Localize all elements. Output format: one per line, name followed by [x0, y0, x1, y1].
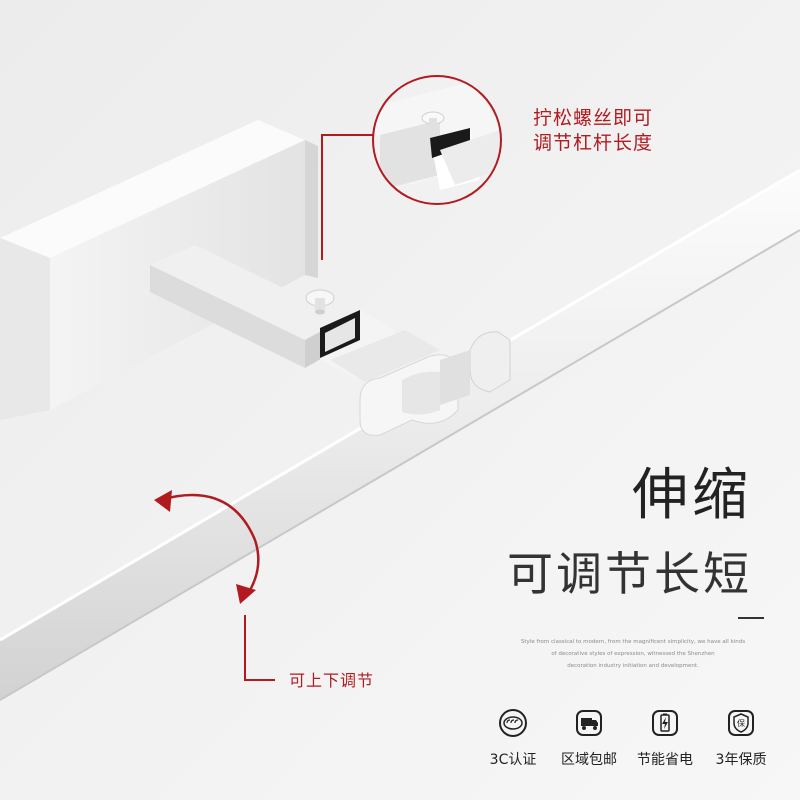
feature-badges: 3C认证 区域包邮	[479, 707, 779, 769]
svg-text:保: 保	[737, 718, 745, 728]
headline: 伸缩	[632, 463, 752, 528]
badge-label: 节能省电	[637, 752, 693, 768]
callout-line-1: 拧松螺丝即可	[533, 107, 654, 129]
badge-label: 3C认证	[489, 752, 537, 768]
battery-icon	[649, 707, 681, 739]
adjustable-arm	[150, 245, 440, 382]
rotate-caption: 可上下调节	[289, 671, 375, 690]
blurb-line-2: of decorative styles of expression, witn…	[551, 651, 715, 657]
description-blurb: Style from classical to modern, from the…	[500, 636, 766, 672]
badge-shipping: 区域包邮	[555, 707, 623, 769]
blurb-line-3: decoration industry initiation and devel…	[567, 663, 699, 669]
badge-warranty: 保 3年保质	[707, 707, 775, 769]
blurb-line-1: Style from classical to modern, from the…	[520, 639, 746, 645]
badge-label: 区域包邮	[561, 752, 617, 768]
subhead: 可调节长短	[507, 547, 752, 601]
badge-energy: 节能省电	[631, 707, 699, 769]
badge-3c: 3C认证	[479, 707, 547, 769]
badge-label: 3年保质	[715, 752, 767, 768]
divider	[738, 617, 764, 619]
rotation-arrow	[154, 490, 275, 681]
callout-line-2: 调节杠杆长度	[533, 132, 654, 154]
detail-callout	[321, 75, 502, 260]
3c-certification-icon	[497, 707, 529, 739]
hinge-clamp	[359, 331, 511, 436]
delivery-truck-icon	[573, 707, 605, 739]
callout-caption: 拧松螺丝即可 调节杠杆长度	[533, 106, 653, 156]
warranty-shield-icon: 保	[725, 707, 757, 739]
